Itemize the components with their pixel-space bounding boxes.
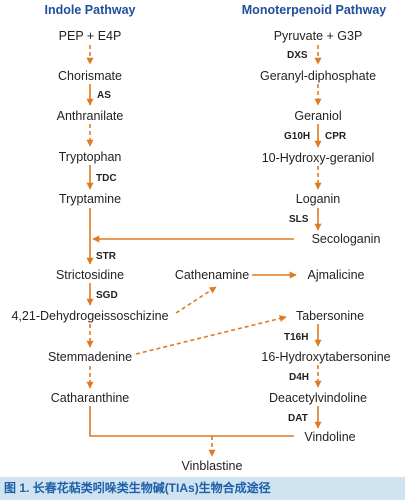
compound-catharanthine: Catharanthine — [51, 391, 130, 405]
enzyme-d4h: D4H — [289, 372, 309, 383]
monoterpenoid-pathway-heading: Monoterpenoid Pathway — [242, 3, 387, 17]
tia-biosynthesis-diagram: Indole Pathway Monoterpenoid Pathway PEP… — [11, 3, 390, 473]
compound-geranyl-diphosphate: Geranyl-diphosphate — [260, 69, 376, 83]
enzyme-dat: DAT — [288, 413, 308, 424]
enzyme-t16h: T16H — [284, 332, 308, 343]
figure-caption-text: 长春花萜类吲哚类生物碱(TIAs)生物合成途径 — [32, 481, 271, 495]
compound-vindoline: Vindoline — [304, 430, 355, 444]
enzyme-g10h: G10H — [284, 131, 310, 142]
arrow-dehydrogeissoschizine-cathenamine — [175, 286, 217, 314]
compound-16-hydroxytabersonine: 16-Hydroxytabersonine — [261, 350, 390, 364]
enzyme-sgd: SGD — [96, 290, 118, 301]
enzyme-tdc: TDC — [96, 173, 117, 184]
compound-geraniol: Geraniol — [294, 109, 341, 123]
enzyme-dxs: DXS — [287, 50, 308, 61]
enzyme-as: AS — [97, 90, 111, 101]
figure-label: 图 1. — [4, 481, 30, 495]
compound-10-hydroxy-geraniol: 10-Hydroxy-geraniol — [262, 151, 375, 165]
compound-loganin: Loganin — [296, 192, 341, 206]
figure-caption: 图 1. 长春花萜类吲哚类生物碱(TIAs)生物合成途径 — [0, 477, 405, 500]
compound-strictosidine: Strictosidine — [56, 268, 124, 282]
enzyme-cpr: CPR — [325, 131, 347, 142]
compound-secologanin: Secologanin — [312, 232, 381, 246]
compound-chorismate: Chorismate — [58, 69, 122, 83]
enzyme-sls: SLS — [289, 214, 309, 225]
compound-tryptamine: Tryptamine — [59, 192, 121, 206]
compound-deacetylvindoline: Deacetylvindoline — [269, 391, 367, 405]
compound-stemmadenine: Stemmadenine — [48, 350, 132, 364]
indole-pathway-heading: Indole Pathway — [45, 3, 136, 17]
compound-dehydrogeissoschizine: 4,21-Dehydrogeissoschizine — [11, 309, 168, 323]
enzyme-str: STR — [96, 251, 117, 262]
compound-vinblastine: Vinblastine — [182, 459, 243, 473]
compound-pep: PEP + E4P — [59, 29, 122, 43]
compound-tabersonine: Tabersonine — [296, 309, 364, 323]
compound-cathenamine: Cathenamine — [175, 268, 249, 282]
compound-ajmalicine: Ajmalicine — [308, 268, 365, 282]
compound-tryptophan: Tryptophan — [59, 150, 122, 164]
line-catharanthine-vindoline-merge — [89, 406, 294, 437]
compound-anthranilate: Anthranilate — [57, 109, 124, 123]
arrow-stemmadenine-tabersonine — [135, 315, 287, 355]
compound-pyruvate-g3p: Pyruvate + G3P — [274, 29, 363, 43]
